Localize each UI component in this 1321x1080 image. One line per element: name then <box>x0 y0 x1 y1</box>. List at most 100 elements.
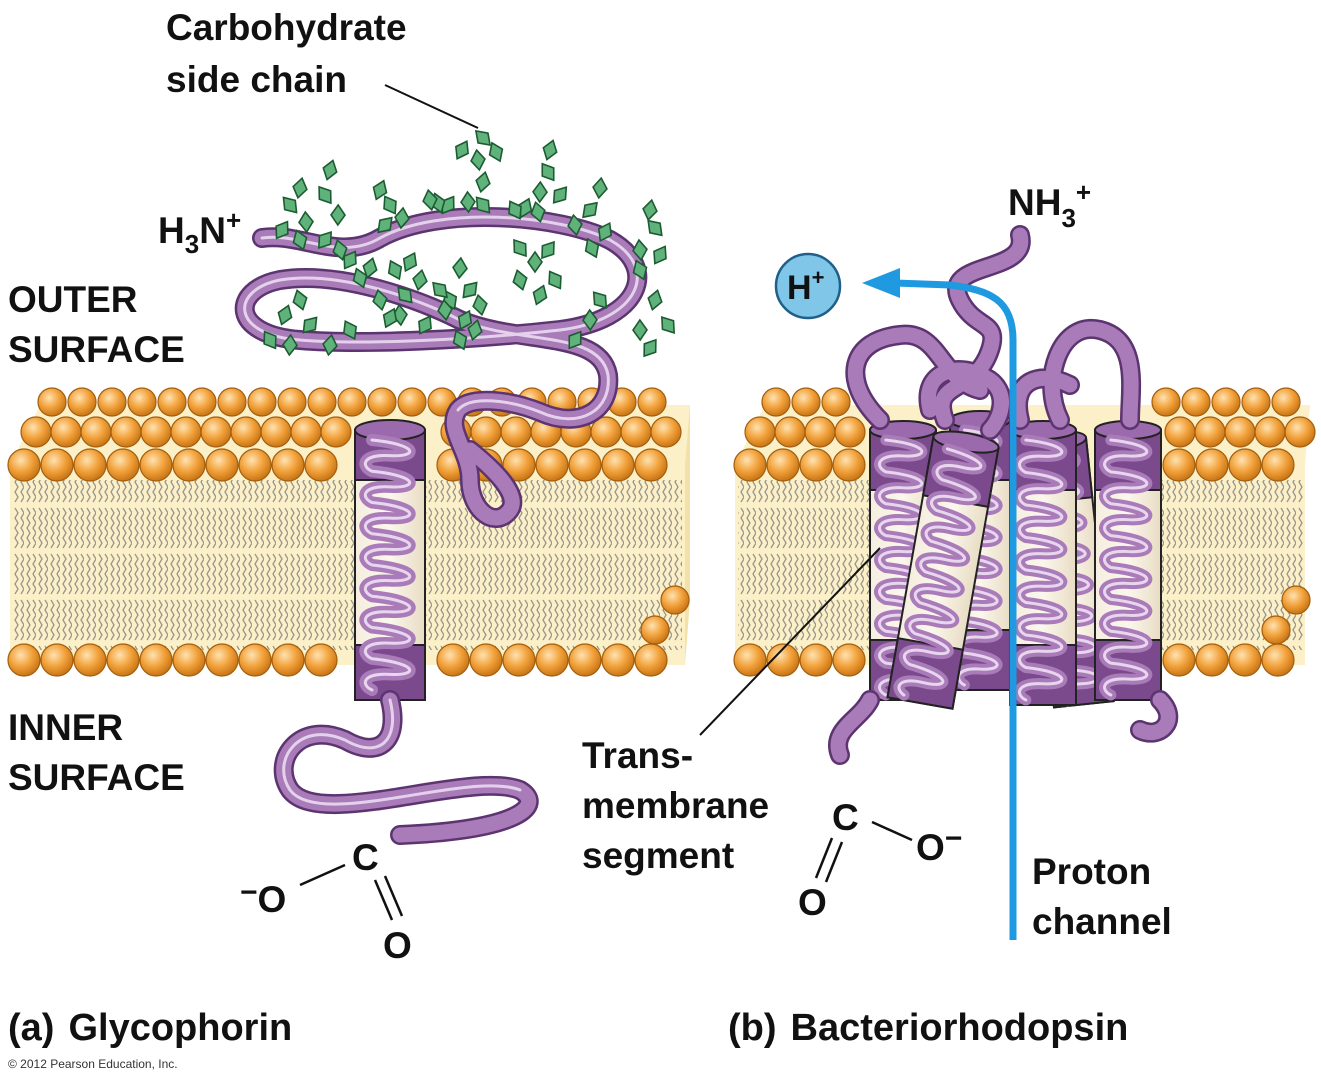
lipid-head <box>217 387 247 417</box>
sugar-residue <box>660 316 676 334</box>
lipid-head <box>502 448 536 482</box>
outer-surface-label-line2: SURFACE <box>8 329 185 370</box>
c-o-double-bond-a1 <box>373 879 394 921</box>
lipid-head <box>106 643 140 677</box>
lipid-head <box>1271 387 1301 417</box>
lipid-head <box>799 448 833 482</box>
c-terminus-carbon-a: C <box>352 837 379 878</box>
carbohydrate-leader-line <box>384 84 479 129</box>
lipid-head <box>187 387 217 417</box>
lipid-head <box>1181 387 1211 417</box>
lipid-head <box>110 416 142 448</box>
lipid-head <box>40 448 74 482</box>
sugar-residue <box>592 176 608 200</box>
bacteriorhodopsin-helix-bundle <box>869 410 1162 710</box>
glycophorin-inner-chain <box>273 690 539 845</box>
transmembrane-label-line3: segment <box>582 835 734 876</box>
proton-ion: H+ <box>774 252 842 320</box>
sugar-residue <box>513 238 527 258</box>
sugar-residue <box>475 196 491 214</box>
sugar-residue <box>632 238 648 262</box>
lipid-head <box>230 416 262 448</box>
lipid-head <box>469 643 503 677</box>
sugar-residue <box>567 213 583 237</box>
lipid-head <box>535 643 569 677</box>
lipid-head <box>766 643 800 677</box>
transmembrane-helix <box>1009 420 1077 706</box>
sugar-residue <box>292 176 308 200</box>
lipid-head <box>97 387 127 417</box>
carbonyl-oxygen-b: O <box>798 882 827 923</box>
lipid-head <box>436 643 470 677</box>
lipid-head <box>834 416 866 448</box>
lipid-head <box>37 387 67 417</box>
lipid-head <box>170 416 202 448</box>
lipid-head <box>1254 416 1286 448</box>
lipid-head <box>260 416 292 448</box>
lipid-head <box>1194 416 1226 448</box>
lipid-head <box>634 448 668 482</box>
lipid-head <box>367 387 397 417</box>
lipid-head <box>67 387 97 417</box>
helix-coil-highlight <box>363 438 412 692</box>
c-terminus-carbon-b: C <box>832 797 859 838</box>
sugar-residue <box>584 237 600 259</box>
lipid-head <box>271 448 305 482</box>
bacteriorhodopsin-loops <box>828 225 1179 765</box>
lipid-head <box>304 643 338 677</box>
lipid-head <box>1162 448 1196 482</box>
sugar-residue <box>372 288 388 312</box>
sugar-residue <box>362 257 378 279</box>
sugar-residue <box>467 318 483 342</box>
lipid-head <box>766 448 800 482</box>
carbohydrate-side-chains <box>263 129 676 358</box>
sugar-residue <box>432 281 448 299</box>
lipid-head <box>832 643 866 677</box>
sugar-residue <box>512 269 528 291</box>
lipid-head <box>397 387 427 417</box>
proton-channel-arrow <box>862 268 1017 940</box>
n-terminus-label-a: H3N+ <box>158 205 241 259</box>
proton-channel-label-line2: channel <box>1032 901 1172 942</box>
sugar-residue <box>412 268 428 292</box>
lipid-head <box>601 448 635 482</box>
inner-surface-label-line1: INNER <box>8 707 123 748</box>
lipid-head <box>140 416 172 448</box>
sugar-residue <box>508 200 522 220</box>
lipid-head <box>733 643 767 677</box>
sugar-residue <box>472 293 488 317</box>
sugar-residue <box>322 333 338 357</box>
lipid-head <box>568 448 602 482</box>
sugar-residue <box>475 170 491 194</box>
sugar-residue <box>642 198 658 222</box>
sugar-residue <box>318 185 332 205</box>
lipid-head <box>1195 643 1229 677</box>
panel-b-title: (b)Bacteriorhodopsin <box>728 1007 1128 1049</box>
lipid-head <box>1261 643 1295 677</box>
sugar-residue <box>377 216 393 234</box>
lipid-head <box>73 643 107 677</box>
sugar-residue <box>541 240 555 260</box>
n-terminus-label-b: NH3+ <box>1008 177 1091 233</box>
sugar-residue <box>322 159 338 181</box>
sugar-residue <box>298 210 314 234</box>
sugar-residue <box>653 245 667 265</box>
sugar-residue <box>422 188 438 212</box>
sugar-residue <box>643 338 657 358</box>
lipid-head <box>1224 416 1256 448</box>
sugar-residue <box>292 229 308 251</box>
sugar-residue <box>632 318 648 342</box>
sugar-residue <box>437 298 453 322</box>
lipid-head <box>73 448 107 482</box>
panel-a: Carbohydrate side chain H3N+ OUTER SURFA… <box>7 7 690 1049</box>
lipid-head <box>620 416 652 448</box>
carboxylate-oxygen-b: O− <box>916 822 962 868</box>
lipid-head <box>601 643 635 677</box>
lipid-head <box>320 416 352 448</box>
lipid-head <box>40 643 74 677</box>
lipid-head <box>80 416 112 448</box>
sugar-residue <box>383 195 397 215</box>
sugar-residue <box>517 197 533 219</box>
transmembrane-helix <box>1094 420 1162 701</box>
lipid-head <box>733 448 767 482</box>
